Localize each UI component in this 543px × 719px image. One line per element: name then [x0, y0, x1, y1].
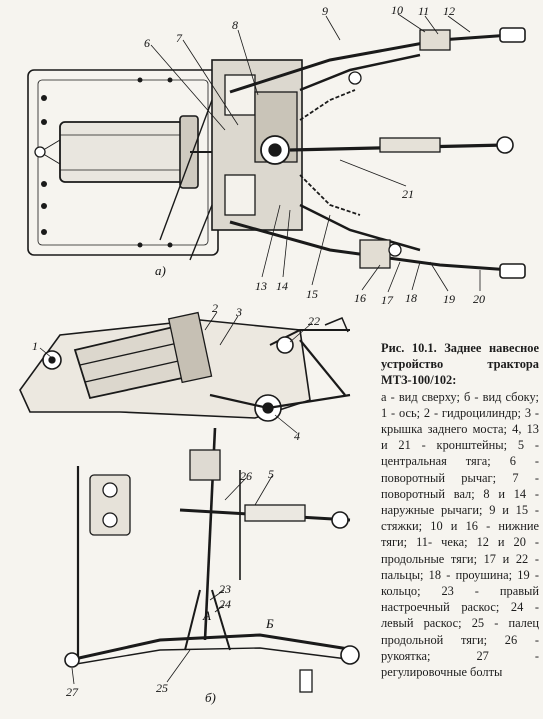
callout-15: 15: [306, 287, 318, 301]
callout-24: 24: [219, 597, 231, 611]
callout-16: 16: [354, 291, 366, 305]
hydraulic-cylinder-top: [59, 121, 191, 183]
view-b-side: [19, 311, 351, 422]
callout-2: 2: [212, 301, 218, 315]
hitch-bracket-rear: [89, 474, 131, 536]
view-b-label: б): [205, 690, 216, 705]
callout-numbers: 1 2 3 4 5 6 7 8 9 10 11 12 13 14 15 16 1…: [32, 3, 485, 699]
callout-23: 23: [219, 582, 231, 596]
callout-10: 10: [391, 3, 403, 17]
callout-22: 22: [308, 314, 320, 328]
callout-14: 14: [276, 279, 288, 293]
view-a-top: [27, 27, 526, 279]
pin-22: [276, 336, 294, 354]
point-a-label: А: [202, 608, 211, 623]
lower-link-upper-top: [229, 33, 511, 94]
callout-27: 27: [66, 685, 79, 699]
caption-body: а - вид сверху; б - вид сбоку; 1 - ось; …: [381, 389, 539, 680]
callout-25: 25: [156, 681, 168, 695]
callout-4: 4: [294, 429, 300, 443]
callout-20: 20: [473, 292, 485, 306]
callout-5: 5: [268, 467, 274, 481]
callout-13: 13: [255, 279, 267, 293]
callout-8: 8: [232, 18, 238, 32]
caption-title: Рис. 10.1. Заднее навесное устройство тр…: [381, 341, 539, 388]
lower-links-rear: [69, 633, 356, 662]
hydraulic-cylinder-side: [73, 311, 213, 400]
callout-18: 18: [405, 291, 417, 305]
callout-9: 9: [322, 4, 328, 18]
callout-26: 26: [240, 469, 252, 483]
leader-lines: [39, 13, 481, 685]
callout-12: 12: [443, 4, 455, 18]
callout-21: 21: [402, 187, 414, 201]
callout-7: 7: [176, 31, 183, 45]
callout-17: 17: [381, 293, 394, 307]
view-a-label: а): [155, 263, 166, 278]
housing-bolts: [41, 77, 173, 248]
figure-caption: Рис. 10.1. Заднее навесное устройство тр…: [381, 340, 539, 680]
callout-1: 1: [32, 339, 38, 353]
callout-19: 19: [443, 292, 455, 306]
callout-6: 6: [144, 36, 150, 50]
view-rear: [64, 427, 360, 693]
callout-11: 11: [418, 4, 429, 18]
callout-3: 3: [235, 305, 242, 319]
point-b-label: Б: [265, 616, 274, 631]
